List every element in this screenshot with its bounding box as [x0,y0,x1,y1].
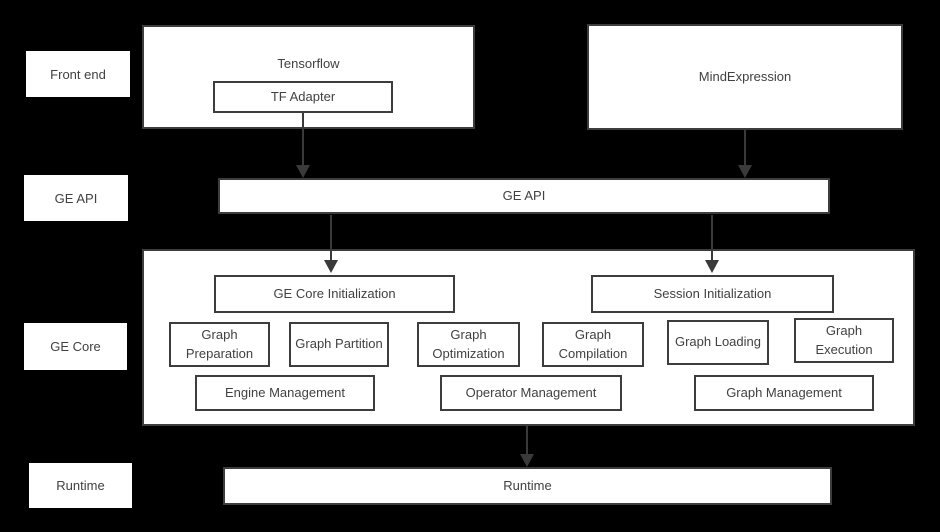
graph-execution-label: Graph Execution [815,323,873,357]
graph-partition-label: Graph Partition [295,336,383,352]
layer-label-ge-core: GE Core [24,323,127,370]
graph-optimization-box: Graph Optimization [417,322,520,367]
session-initialization-box: Session Initialization [591,275,834,313]
graph-management-label: Graph Management [726,384,842,400]
operator-management-label: Operator Management [465,384,597,400]
graph-optimization-label: Graph Optimization [432,327,505,361]
ge-api-bar: GE API [218,178,830,214]
ge-api-bar-label: GE API [502,187,546,203]
layer-label-ge-api: GE API [24,175,128,221]
graph-execution-box: Graph Execution [794,318,894,363]
graph-management-box: Graph Management [694,375,874,411]
arrow-mindexpression-to-ge-api [744,130,746,165]
graph-compilation-label: Graph Compilation [558,327,628,361]
session-initialization-label: Session Initialization [653,285,772,301]
graph-compilation-box: Graph Compilation [542,322,644,367]
graph-preparation-label: Graph Preparation [185,327,254,361]
runtime-bar-label: Runtime [503,477,552,493]
mindexpression-box-label: MindExpression [698,68,792,84]
layer-label-runtime: Runtime [29,463,132,508]
ge-core-panel: GE Core Initialization Session Initializ… [142,249,915,426]
engine-management-label: Engine Management [225,384,345,400]
ge-core-initialization-box: GE Core Initialization [214,275,455,313]
layer-label-front-end: Front end [26,51,130,97]
graph-preparation-box: Graph Preparation [169,322,270,367]
arrow-ge-core-to-runtime [526,426,528,454]
runtime-bar: Runtime [223,467,832,505]
operator-management-box: Operator Management [440,375,622,411]
engine-management-box: Engine Management [195,375,375,411]
arrow-ge-api-to-session-initialization [711,215,713,260]
layer-label-ge-api-text: GE API [54,190,98,206]
layer-label-ge-core-text: GE Core [50,339,101,354]
ge-core-initialization-label: GE Core Initialization [273,285,396,301]
mindexpression-box: MindExpression [587,24,903,130]
graph-loading-box: Graph Loading [667,320,769,365]
tf-adapter-box-label: TF Adapter [270,88,336,104]
arrow-ge-api-to-ge-core-initialization [330,215,332,260]
layer-label-runtime-text: Runtime [56,478,105,493]
graph-partition-box: Graph Partition [289,322,389,367]
tensorflow-box: Tensorflow [142,25,475,129]
arrow-tf-adapter-to-ge-api [302,113,304,165]
tensorflow-box-title: Tensorflow [277,56,340,71]
graph-loading-label: Graph Loading [674,334,761,350]
layer-label-front-end-text: Front end [50,66,106,82]
tf-adapter-box: TF Adapter [213,81,393,113]
